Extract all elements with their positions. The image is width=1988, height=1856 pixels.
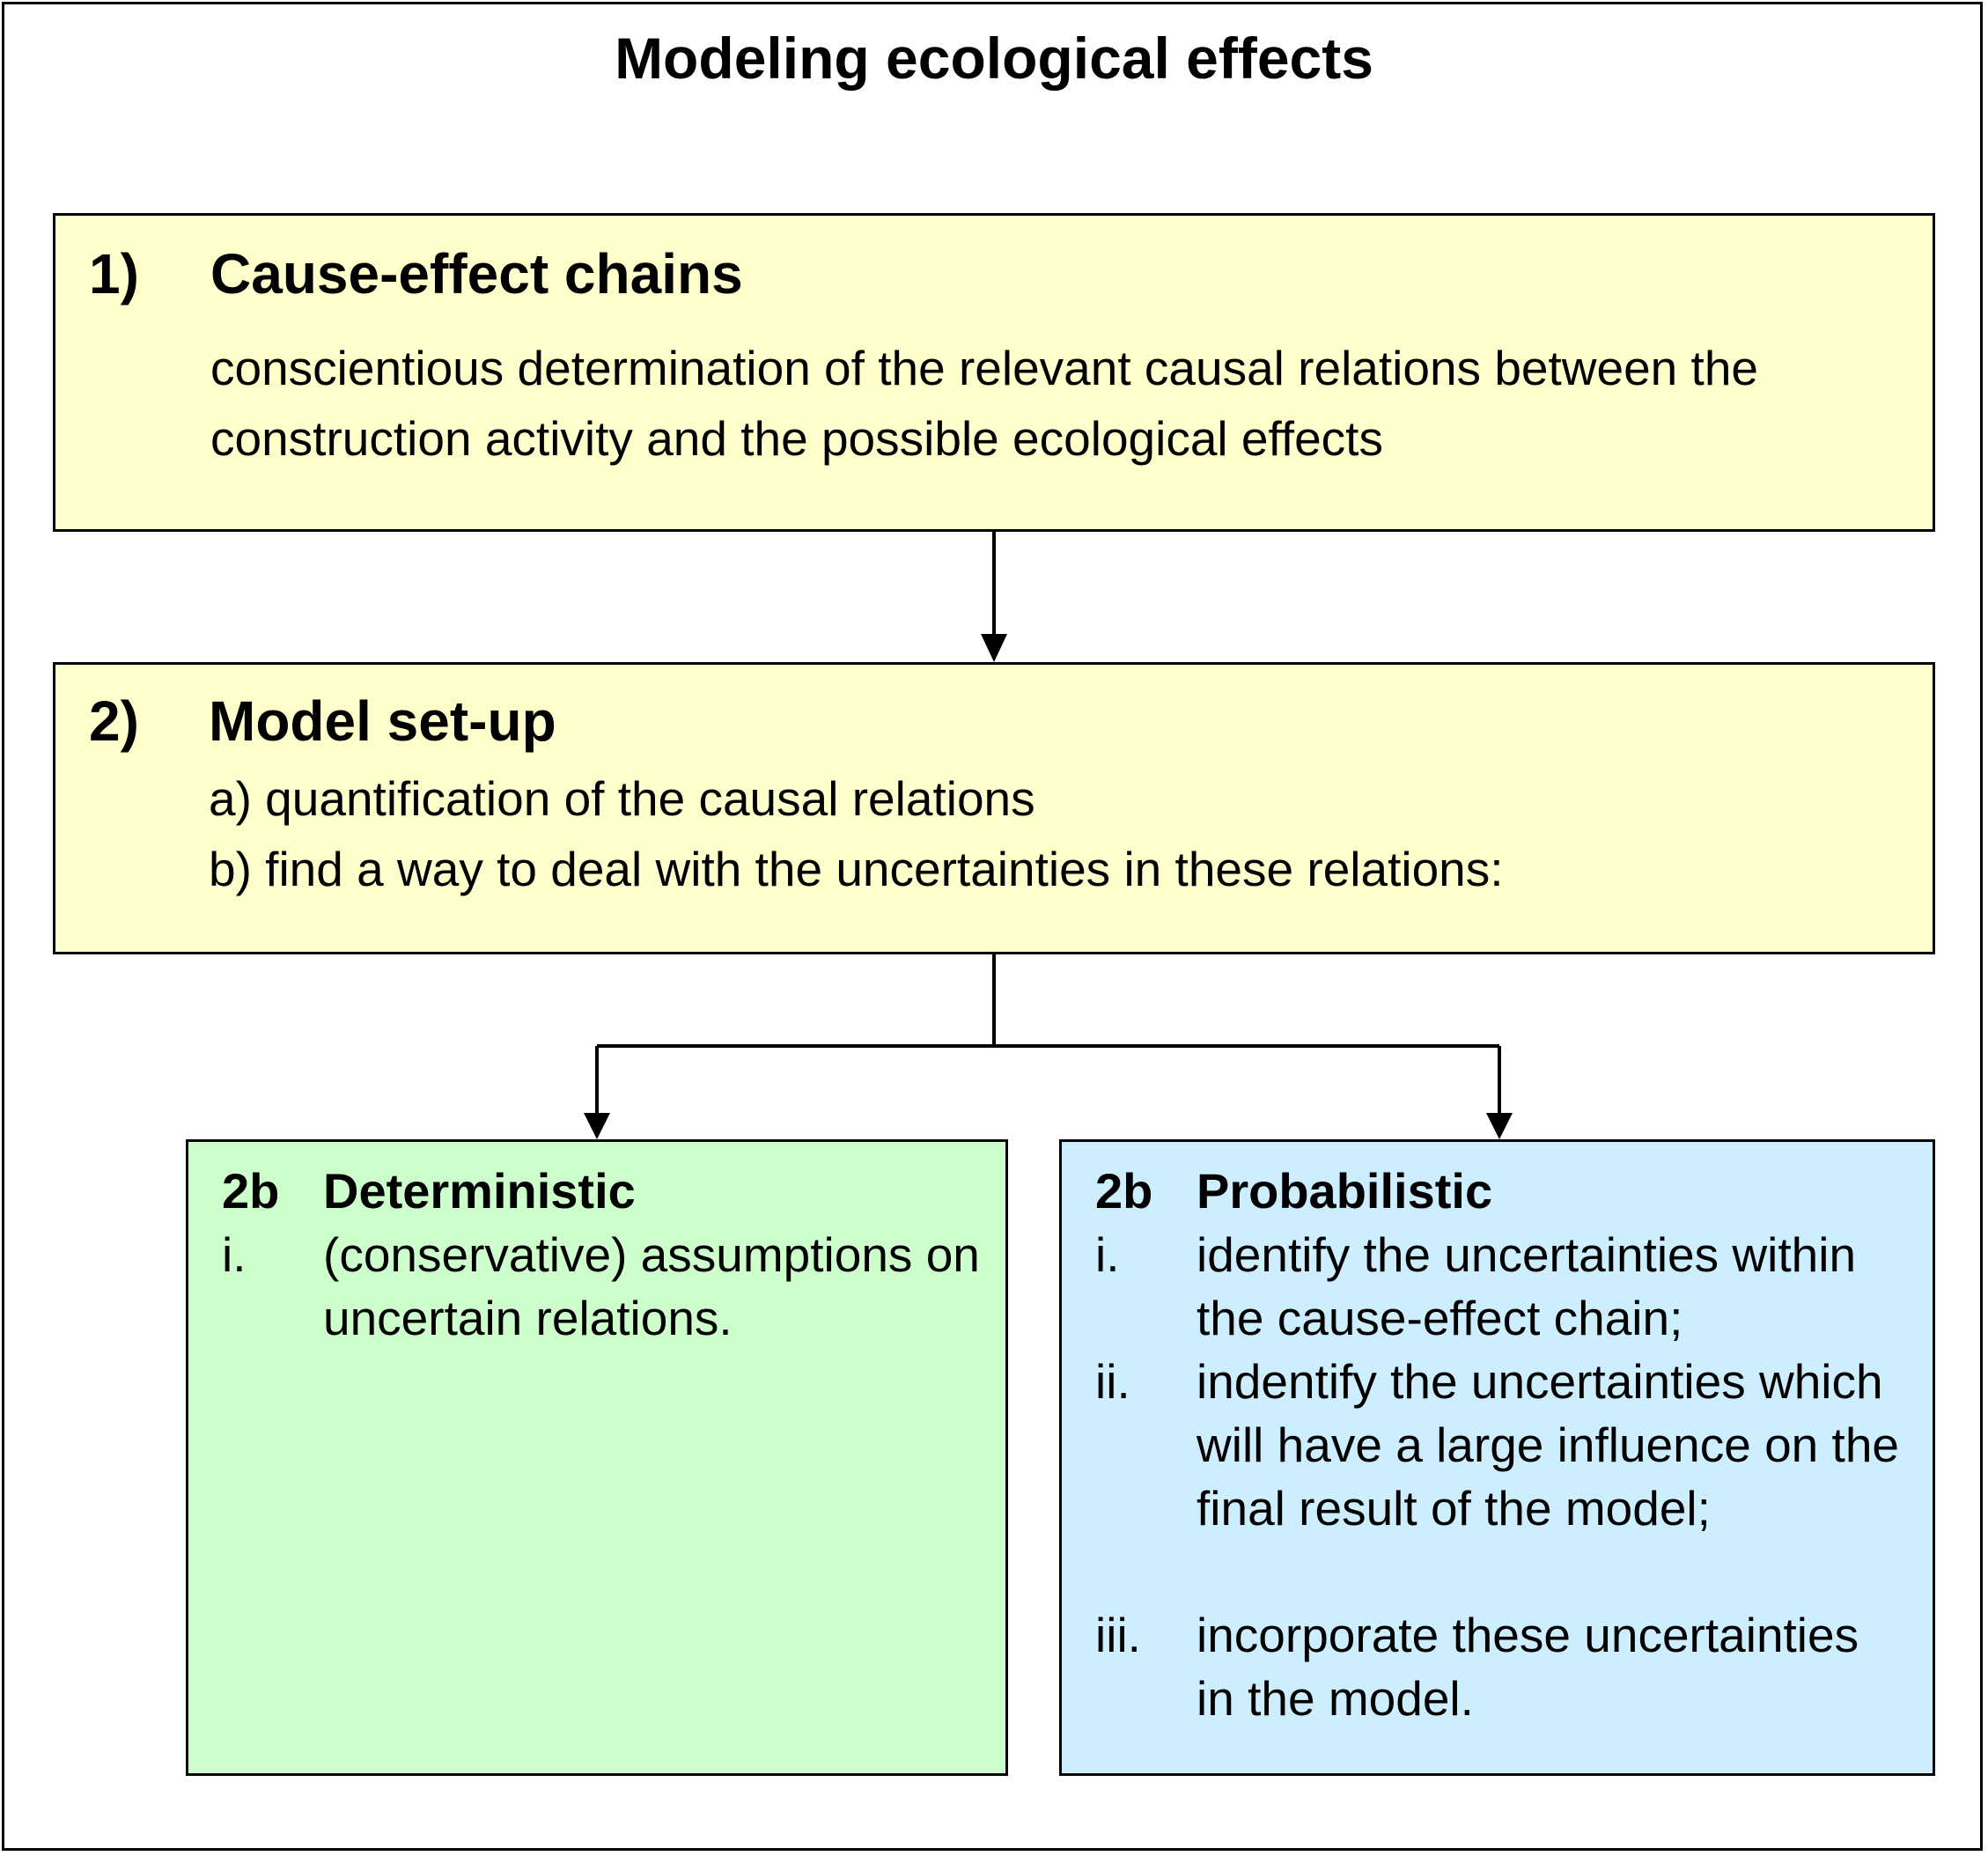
step2-heading: Model set-up [209,689,556,753]
step1-number: 1) [89,242,139,306]
arrowhead-deterministic [584,1113,610,1139]
probabilistic-item-label: i. [1095,1227,1120,1282]
probabilistic-item-label: ii. [1095,1354,1130,1409]
probabilistic-item-label: iii. [1095,1608,1141,1662]
probabilistic-heading: Probabilistic [1196,1163,1493,1219]
step1-heading: Cause-effect chains [210,242,743,306]
arrowhead-step2 [981,634,1007,662]
arrowhead-probabilistic [1486,1113,1513,1139]
deterministic-heading: Deterministic [323,1163,636,1219]
deterministic-item-text: (conservative) assumptions on uncertain … [323,1227,980,1345]
probabilistic-box: 2b Probabilistic i. identify the uncerta… [1059,1139,1935,1776]
model-setup-box: 2) Model set-up a) quantification of the… [53,662,1935,954]
diagram-title: Modeling ecological effects [615,26,1373,91]
step2-item-a: a) quantification of the causal relation… [209,771,1035,826]
step2-number: 2) [89,689,139,753]
deterministic-number: 2b [222,1163,280,1219]
probabilistic-item-text: identify the uncertainties within the ca… [1196,1227,1857,1345]
probabilistic-item-text: incorporate these uncertainties in the m… [1196,1608,1859,1726]
probabilistic-item-text: indentify the uncertainties which will h… [1196,1354,1900,1536]
step1-description: conscientious determination of the relev… [210,341,1759,466]
deterministic-box: 2b Deterministic i. (conservative) assum… [186,1139,1008,1776]
probabilistic-number: 2b [1095,1163,1153,1219]
deterministic-item-label: i. [222,1227,247,1282]
step2-item-b: b) find a way to deal with the uncertain… [209,842,1504,896]
cause-effect-box: 1) Cause-effect chains conscientious det… [53,213,1935,532]
